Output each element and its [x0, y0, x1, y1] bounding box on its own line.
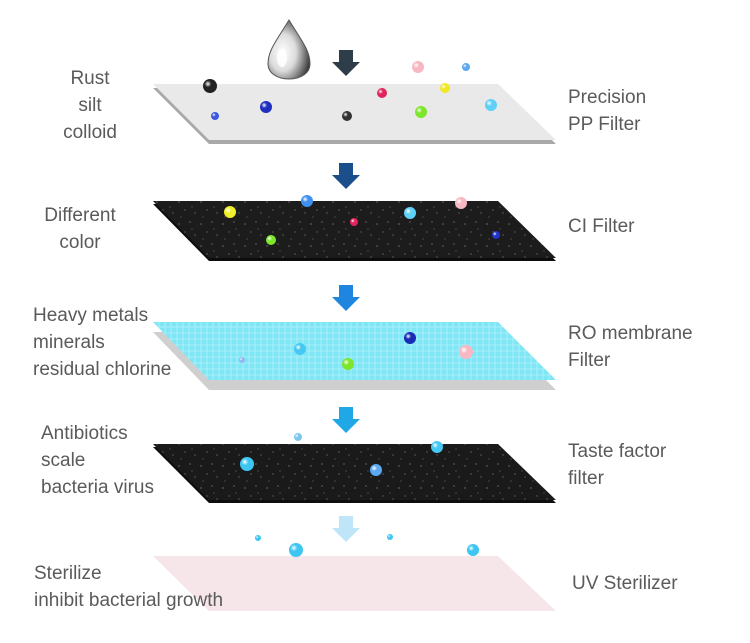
stage-1-left-label: Rust silt colloid: [63, 68, 117, 143]
particle-ball: [239, 357, 245, 363]
stage-3-left-label: Heavy metals minerals residual chlorine: [33, 305, 172, 380]
particle-ball: [260, 101, 272, 113]
stage-4-right-label: Taste factor filter: [568, 441, 667, 489]
particle-ball: [431, 441, 443, 453]
stage-5-right-label: UV Sterilizer: [572, 573, 678, 594]
particle-ball: [440, 83, 450, 93]
particle-ball: [224, 206, 236, 218]
stage-2-left-label: Different color: [44, 205, 116, 253]
particle-ball: [301, 195, 313, 207]
down-arrow-icon: [332, 516, 360, 542]
filter-layer-2: [153, 201, 556, 261]
down-arrow-icon: [332, 163, 360, 189]
particle-ball: [387, 534, 393, 540]
particle-ball: [467, 544, 479, 556]
filter-layer-4: [153, 444, 556, 503]
down-arrow-icon: [332, 285, 360, 311]
particle-ball: [377, 88, 387, 98]
stage-3-right-label: RO membrane Filter: [568, 323, 693, 371]
particle-ball: [412, 61, 424, 73]
water-drop-icon: [267, 19, 311, 80]
particle-ball: [485, 99, 497, 111]
particle-ball: [255, 535, 261, 541]
particle-ball: [203, 79, 217, 93]
down-arrow-icon: [332, 407, 360, 433]
particle-ball: [404, 332, 416, 344]
stage-5-left-label: Sterilize inhibit bacterial growth: [34, 563, 224, 611]
particle-ball: [492, 231, 500, 239]
stage-4-left-label: Antibiotics scale bacteria virus: [41, 423, 154, 498]
filter-layer-1: [153, 84, 556, 144]
down-arrow-icon: [332, 50, 360, 76]
filter-layer-5: [153, 556, 556, 611]
particle-ball: [342, 111, 352, 121]
stage-1-right-label: Precision PP Filter: [568, 87, 647, 135]
particle-ball: [350, 218, 358, 226]
particle-ball: [289, 543, 303, 557]
particle-ball: [370, 464, 382, 476]
particle-ball: [294, 343, 306, 355]
particle-ball: [404, 207, 416, 219]
particle-ball: [415, 106, 427, 118]
particle-ball: [294, 433, 302, 441]
particle-ball: [240, 457, 254, 471]
particle-ball: [455, 197, 467, 209]
particle-ball: [462, 63, 470, 71]
particle-ball: [266, 235, 276, 245]
filter-layer-3: [153, 322, 556, 390]
particle-ball: [342, 358, 354, 370]
particle-ball: [459, 345, 473, 359]
particle-ball: [211, 112, 219, 120]
stage-2-right-label: CI Filter: [568, 216, 635, 237]
